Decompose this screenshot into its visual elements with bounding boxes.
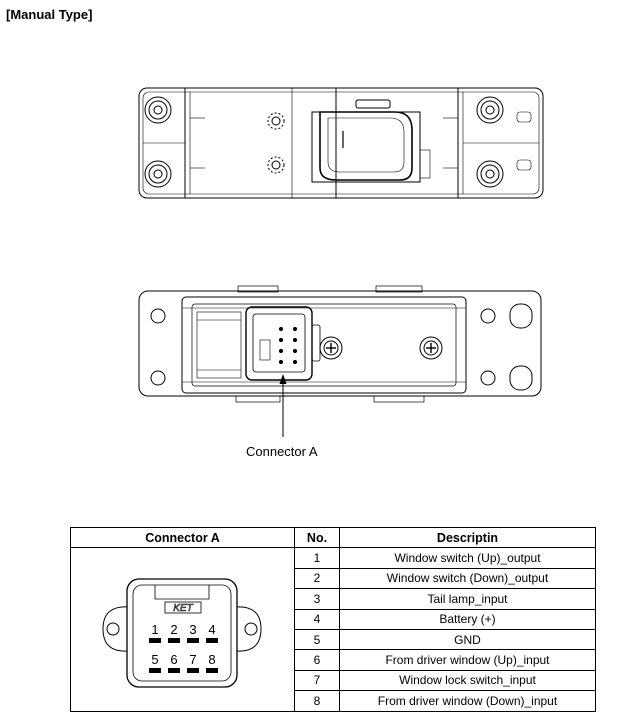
brand-box — [164, 602, 202, 614]
table-row: 6 From driver window (Up)_input — [71, 649, 596, 671]
pin-description: GND — [339, 628, 596, 651]
pin-table-header: Connector A No. Descriptin — [70, 526, 596, 549]
table-row: 2 Window switch (Down)_output — [71, 567, 596, 590]
pin-description: Window switch (Up)_output — [339, 547, 596, 569]
callout-arrowhead — [279, 374, 287, 384]
header-description: Descriptin — [339, 526, 596, 549]
pin-number-4: 4 — [208, 622, 215, 637]
switch-top-view — [138, 87, 544, 199]
pin-number-6: 6 — [170, 652, 177, 667]
switch-drawings — [138, 87, 544, 437]
table-row: KET 1 2 3 4 5 6 7 8 — [70, 547, 596, 712]
connector-face-cell: KET 1 2 3 4 5 6 7 8 — [70, 547, 295, 712]
switch-bottom-view — [138, 285, 542, 437]
table-row: 8 From driver window (Down)_input — [71, 690, 596, 712]
pin-no: 5 — [294, 628, 340, 651]
pin-block-3 — [187, 638, 199, 644]
pin-description: From driver window (Up)_input — [339, 649, 596, 671]
boss-bottom-left — [144, 160, 172, 188]
pin-block-1 — [149, 638, 161, 644]
connector-latch — [154, 585, 210, 600]
pin-no: 6 — [294, 649, 340, 671]
pin-no: 2 — [294, 567, 340, 590]
pin-block-6 — [168, 668, 180, 674]
connector-body — [126, 578, 238, 689]
pin-number-8: 8 — [208, 652, 215, 667]
header-connector: Connector A — [70, 526, 295, 549]
connector-a-callout: Connector A — [246, 444, 318, 459]
flange-hole-right — [244, 622, 258, 636]
pin-block-2 — [168, 638, 180, 644]
pin-number-2: 2 — [170, 622, 177, 637]
pin-no: 3 — [294, 588, 340, 610]
flange-hole-left — [106, 622, 120, 636]
pin-no: 4 — [294, 608, 340, 630]
table-row: 4 Battery (+) — [71, 608, 596, 630]
screw-right — [419, 336, 443, 360]
pin-number-5: 5 — [151, 652, 158, 667]
pin-description: Window switch (Down)_output — [339, 567, 596, 590]
page-title: [Manual Type] — [6, 7, 93, 22]
pin-description: Tail lamp_input — [339, 588, 596, 610]
switch-knob — [311, 99, 431, 183]
pin-block-5 — [149, 668, 161, 674]
pin-number-7: 7 — [189, 652, 196, 667]
header-no: No. — [294, 526, 340, 549]
pin-no: 7 — [294, 669, 340, 692]
table-row: 7 Window lock switch_input — [71, 669, 596, 692]
pin-number-1: 1 — [151, 622, 158, 637]
brand-label: KET — [173, 603, 193, 614]
pin-description: Battery (+) — [339, 608, 596, 630]
connector-face-diagram: KET 1 2 3 4 5 6 7 8 — [102, 578, 262, 689]
pin-no: 8 — [294, 690, 340, 712]
pin-description: Window lock switch_input — [339, 669, 596, 692]
pin-no: 1 — [294, 547, 340, 569]
boss-top-right — [476, 96, 504, 124]
pin-number-3: 3 — [189, 622, 196, 637]
pin-block-4 — [206, 638, 218, 644]
screw-left — [319, 336, 343, 360]
boss-bottom-right — [476, 160, 504, 188]
pin-description: From driver window (Down)_input — [339, 690, 596, 712]
connector-a-drawing — [245, 306, 321, 381]
pin-table: Connector A No. Descriptin KET — [70, 526, 596, 712]
pin-block-7 — [187, 668, 199, 674]
boss-top-left — [144, 96, 172, 124]
pin-block-8 — [206, 668, 218, 674]
